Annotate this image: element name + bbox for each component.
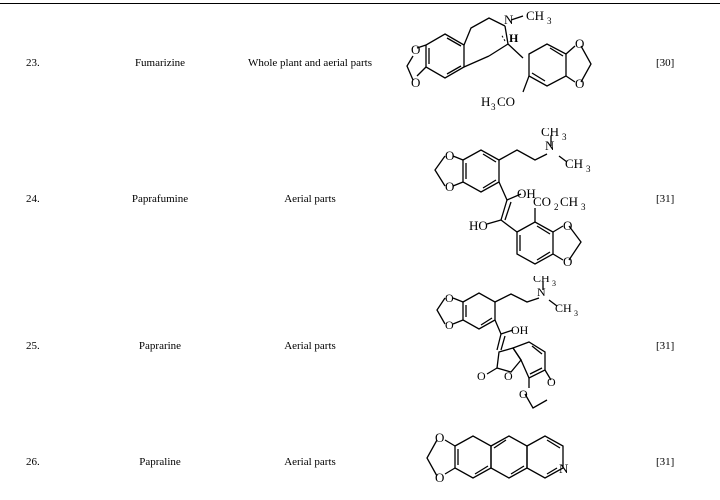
row-number: 25. — [26, 340, 40, 352]
atom-subscript: 3 — [586, 164, 591, 174]
atom-label: H — [481, 94, 490, 109]
plant-part: Aerial parts — [284, 456, 336, 468]
atom-label: O — [504, 369, 513, 383]
atom-label: O — [519, 387, 528, 401]
reference: [31] — [656, 340, 675, 352]
chemical-structure-paprarine: N CH 3 CH 3 O O OH O O O O — [436, 276, 578, 409]
row-number: 23. — [26, 57, 40, 69]
row-number: 26. — [26, 456, 40, 468]
compound-name: Paprarine — [138, 340, 182, 352]
row-number: 24. — [26, 193, 40, 205]
atom-label: CH — [565, 156, 583, 171]
compound-name: Fumarizine — [134, 57, 186, 69]
reference: [30] — [656, 57, 675, 69]
atom-label: O — [435, 470, 444, 485]
atom-label: CH — [541, 128, 559, 139]
atom-label: O — [563, 254, 572, 268]
atom-label: N — [559, 461, 569, 476]
table-row: 24. Paprafumine Aerial parts [31] — [0, 120, 720, 270]
table-row: 25. Paprarine Aerial parts [31] — [0, 270, 720, 420]
chemical-structure-paprafumine: N CH 3 CH 3 O O OH HO CO 2 CH 3 O O — [434, 128, 591, 268]
atom-label: O — [445, 291, 454, 305]
atom-label: N — [504, 12, 514, 27]
atom-label: O — [445, 148, 454, 163]
atom-label: CO — [497, 94, 515, 109]
atom-label: O — [445, 179, 454, 194]
atom-label: CH — [526, 8, 544, 23]
compound-name: Papraline — [139, 456, 181, 468]
atom-label: O — [547, 375, 556, 389]
atom-subscript: 3 — [547, 16, 552, 26]
chemical-structure-fumarizine: N CH 3 H O O O O H 3 CO — [406, 8, 592, 112]
atom-label: CH — [533, 276, 550, 285]
atom-label: CH — [560, 194, 578, 209]
atom-label: CO — [533, 194, 551, 209]
plant-part: Aerial parts — [284, 340, 336, 352]
atom-subscript: 3 — [491, 102, 496, 112]
atom-label: CH — [555, 301, 572, 315]
plant-part: Aerial parts — [284, 193, 336, 205]
atom-label: OH — [517, 186, 536, 201]
atom-label: O — [575, 76, 584, 91]
atom-label: O — [575, 36, 584, 51]
atom-label: O — [477, 369, 486, 383]
atom-label: H — [509, 31, 519, 45]
compound-name: Paprafumine — [131, 193, 189, 205]
atom-label: O — [445, 318, 454, 332]
atom-label: O — [411, 42, 420, 57]
atom-label: O — [411, 75, 420, 90]
chemical-structure-papraline: O O N — [426, 430, 569, 485]
atom-subscript: 2 — [554, 202, 559, 212]
atom-label: N — [545, 138, 555, 153]
atom-subscript: 3 — [581, 202, 586, 212]
atom-subscript: 3 — [552, 279, 556, 288]
table-top-rule — [0, 3, 720, 4]
atom-label: HO — [469, 218, 488, 233]
atom-label: O — [563, 218, 572, 233]
plant-part: Whole plant and aerial parts — [247, 57, 372, 69]
table-row: 26. Papraline Aerial parts [31] O O N — [0, 420, 720, 500]
reference: [31] — [656, 193, 675, 205]
table-row: 23. Fumarizine Whole plant and aerial pa… — [0, 0, 720, 120]
atom-label: O — [435, 430, 444, 445]
atom-label: OH — [511, 323, 529, 337]
reference: [31] — [656, 456, 675, 468]
atom-subscript: 3 — [562, 132, 567, 142]
atom-label: N — [537, 285, 546, 299]
atom-subscript: 3 — [574, 309, 578, 318]
